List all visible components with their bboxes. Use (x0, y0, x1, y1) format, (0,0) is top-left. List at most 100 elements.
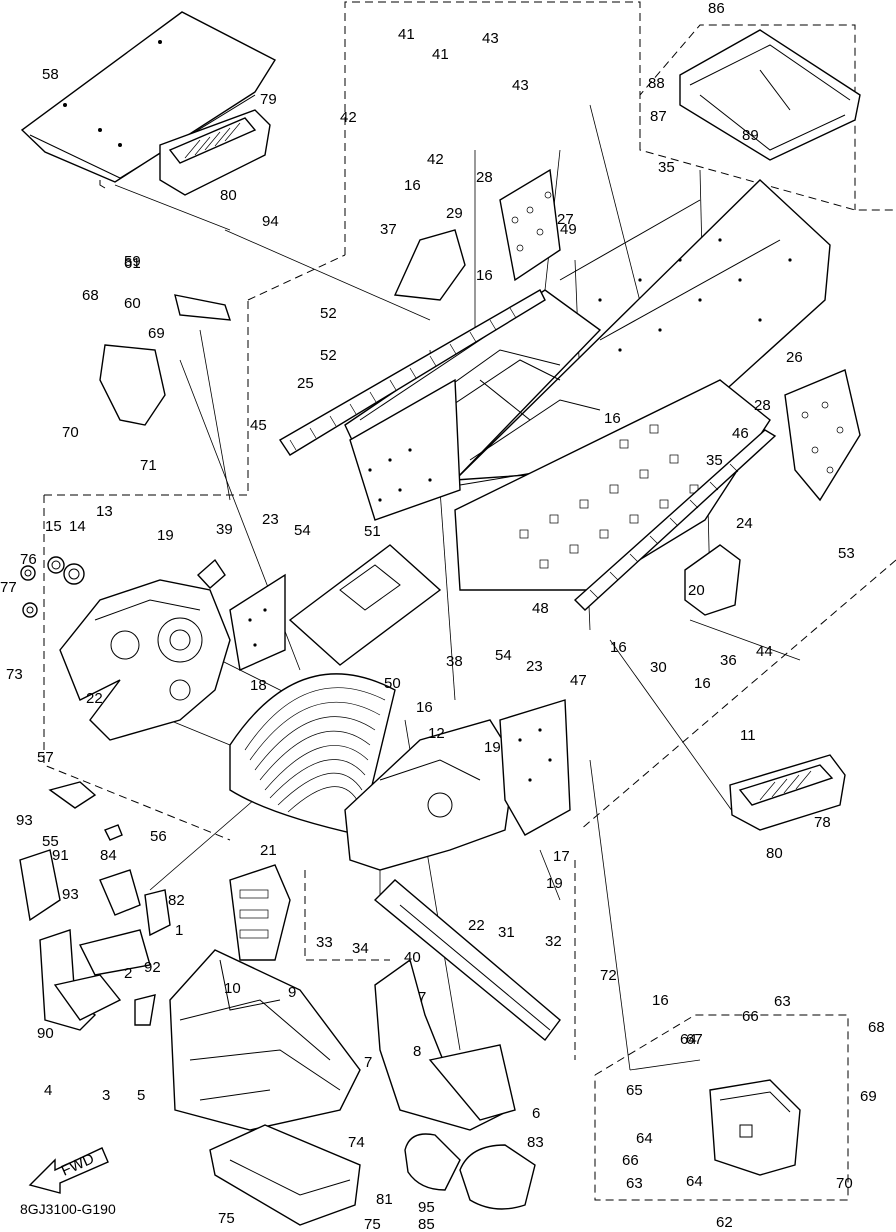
callout-number: 12 (428, 725, 445, 742)
air-duct-78 (729, 754, 846, 831)
callout-number: 4 (44, 1082, 52, 1099)
callout-number: 35 (706, 452, 723, 469)
main-frame-tunnel (344, 179, 831, 521)
callout-number: 75 (364, 1216, 381, 1232)
callout-number: 91 (52, 847, 69, 864)
callout-number: 22 (468, 917, 485, 934)
callout-number: 92 (144, 959, 161, 976)
callout-number: 88 (648, 75, 665, 92)
callout-number: 48 (532, 600, 549, 617)
gear-case-13 (59, 579, 231, 741)
callout-number: 85 (418, 1216, 435, 1232)
callout-number: 56 (150, 828, 167, 845)
callout-number: 47 (570, 672, 587, 689)
callout-number: 16 (610, 639, 627, 656)
callout-number: 41 (432, 46, 449, 63)
bracket-assembly-62 (709, 1079, 801, 1176)
callout-number: 25 (297, 375, 314, 392)
callout-number: 64 (686, 1173, 703, 1190)
callout-number: 65 (626, 1082, 643, 1099)
callout-number: 76 (20, 551, 37, 568)
callout-number: 78 (814, 814, 831, 831)
callout-number: 87 (650, 108, 667, 125)
callout-number: 23 (262, 511, 279, 528)
callout-number: 68 (82, 287, 99, 304)
callout-number: 36 (720, 652, 737, 669)
callout-number: 18 (250, 677, 267, 694)
callout-number: 19 (546, 875, 563, 892)
callout-number: 16 (416, 699, 433, 716)
callout-number: 13 (96, 503, 113, 520)
callout-number: 90 (37, 1025, 54, 1042)
callout-number: 8 (413, 1043, 421, 1060)
callout-number: 28 (476, 169, 493, 186)
callout-number: 52 (320, 305, 337, 322)
callout-number: 54 (294, 522, 311, 539)
callout-number: 43 (512, 77, 529, 94)
callout-number: 63 (774, 993, 791, 1010)
bracket-6 (374, 958, 516, 1131)
callout-number: 89 (742, 127, 759, 144)
lower-rail-40 (373, 879, 561, 1042)
callout-number: 80 (220, 187, 237, 204)
callout-number: 35 (658, 159, 675, 176)
callout-number: 93 (16, 812, 33, 829)
callout-number: 23 (526, 658, 543, 675)
callout-number: 30 (650, 659, 667, 676)
callout-number: 69 (860, 1088, 877, 1105)
callout-number: 79 (260, 91, 277, 108)
callout-number: 66 (742, 1008, 759, 1025)
seals-14-15-76-77 (20, 556, 85, 618)
callout-number: 52 (320, 347, 337, 364)
callout-number: 6 (532, 1105, 540, 1122)
left-side-parts (19, 294, 232, 1031)
callout-number: 28 (754, 397, 771, 414)
callout-number: 16 (652, 992, 669, 1009)
callout-number: 10 (224, 980, 241, 997)
callout-number: 16 (476, 267, 493, 284)
callout-number: 71 (140, 457, 157, 474)
callout-number: 29 (446, 205, 463, 222)
callout-number: 50 (384, 675, 401, 692)
callout-number: 7 (364, 1054, 372, 1071)
seat-base-58 (20, 11, 276, 189)
callout-number: 77 (0, 579, 17, 596)
callout-number: 58 (42, 66, 59, 83)
callout-number: 81 (376, 1191, 393, 1208)
callout-number: 31 (498, 924, 515, 941)
callout-number: 21 (260, 842, 277, 859)
callout-number: 64 (680, 1031, 697, 1048)
callout-number: 7 (418, 989, 426, 1006)
callout-number: 22 (86, 690, 103, 707)
callout-number: 42 (340, 109, 357, 126)
callout-number: 17 (553, 848, 570, 865)
air-duct-79 (159, 109, 271, 196)
diagram-code: 8GJ3100-G190 (20, 1201, 116, 1217)
callout-number: 16 (604, 410, 621, 427)
callout-number: 9 (288, 984, 296, 1001)
callout-number: 80 (766, 845, 783, 862)
callout-number: 72 (600, 967, 617, 984)
callout-number: 54 (495, 647, 512, 664)
skid-plate-74 (209, 1124, 361, 1226)
callout-number: 46 (732, 425, 749, 442)
rail-25 (279, 289, 546, 456)
callout-number: 49 (560, 221, 577, 238)
callout-number: 66 (622, 1152, 639, 1169)
callout-number: 16 (694, 675, 711, 692)
side-frame-12 (344, 699, 571, 871)
callout-number: 5 (137, 1087, 145, 1104)
callout-number: 70 (62, 424, 79, 441)
callout-number: 63 (626, 1175, 643, 1192)
bracket-18 (197, 558, 286, 672)
callout-number: 43 (482, 30, 499, 47)
callout-number: 68 (868, 1019, 885, 1036)
callout-number: 57 (37, 749, 54, 766)
callout-number: 75 (218, 1210, 235, 1227)
callout-number: 69 (148, 325, 165, 342)
callout-number: 73 (6, 666, 23, 683)
callout-number: 19 (484, 739, 501, 756)
heat-exchanger-21 (229, 673, 396, 836)
callout-number: 24 (736, 515, 753, 532)
